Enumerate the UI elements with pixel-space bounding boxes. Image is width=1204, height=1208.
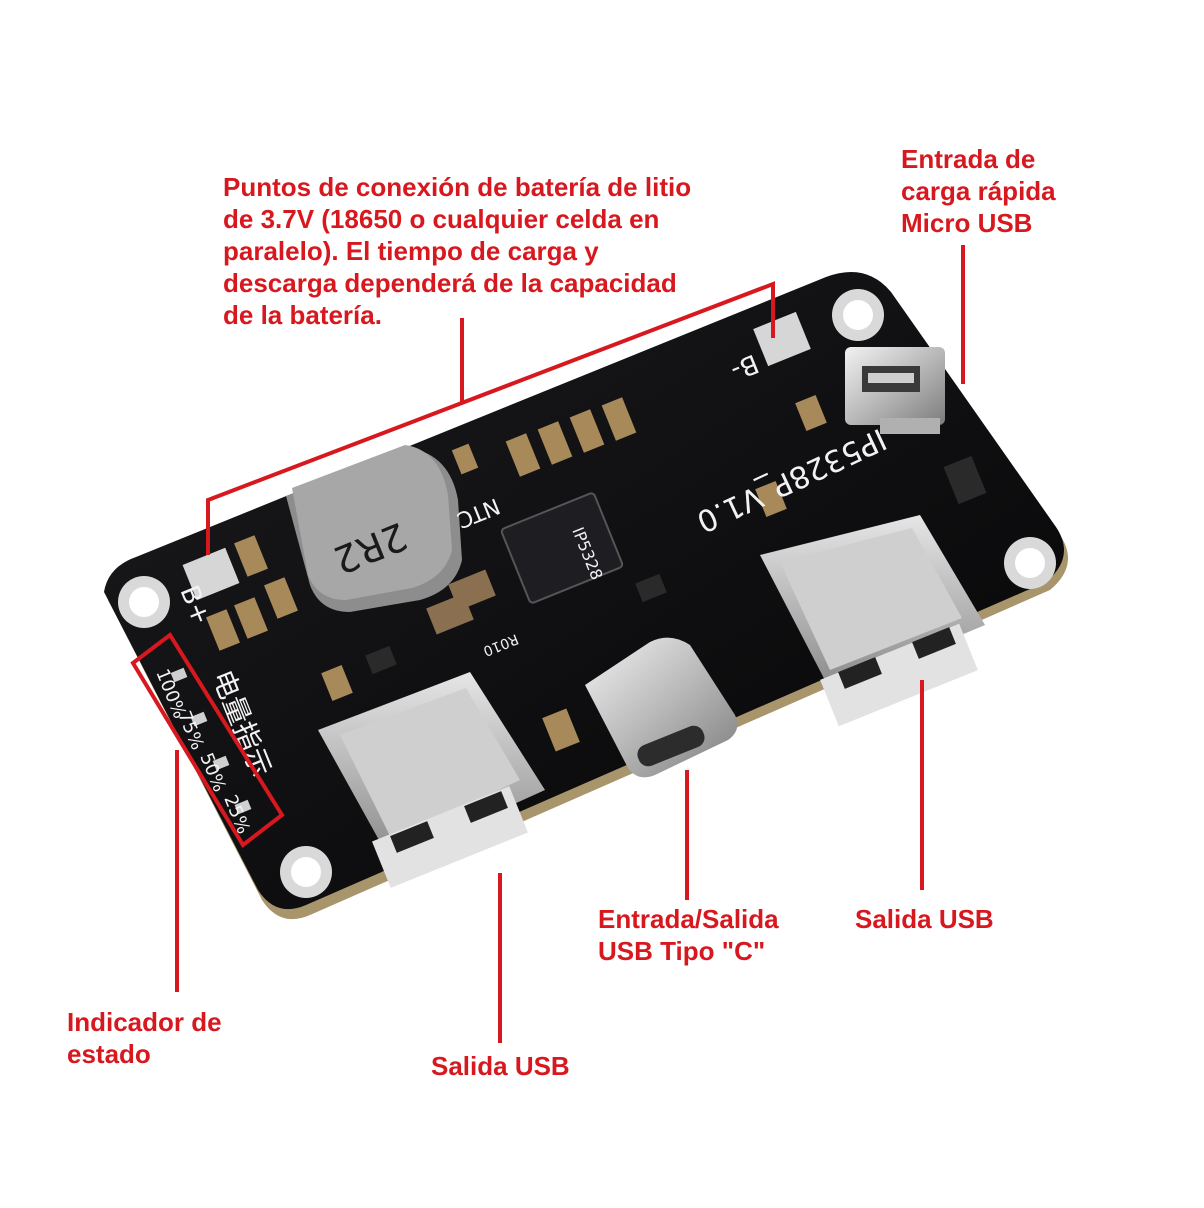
annotation-leaders [130, 245, 965, 1043]
smd-components [206, 394, 987, 752]
usb-c-callout: Entrada/Salida USB Tipo "C" [598, 904, 779, 966]
main-ic [500, 492, 624, 604]
micro-usb-callout: Entrada de carga rápida Micro USB [901, 144, 1056, 238]
usb-a-connector-left [318, 672, 545, 888]
status-indicator-box [130, 632, 285, 848]
inductor [286, 445, 462, 612]
micro-usb-connector [845, 347, 945, 434]
battery-pads [182, 311, 811, 601]
usb-output-left-callout: Salida USB [431, 1051, 570, 1081]
usb-output-right-callout: Salida USB [855, 904, 994, 934]
battery-callout: Puntos de conexión de batería de litio d… [223, 172, 692, 330]
battery-bracket-line [206, 281, 775, 555]
status-indicator-callout: Indicador de estado [67, 1007, 222, 1069]
usb-a-connector-right [760, 515, 985, 727]
mounting-holes [118, 289, 1056, 898]
usb-c-connector [585, 637, 738, 778]
